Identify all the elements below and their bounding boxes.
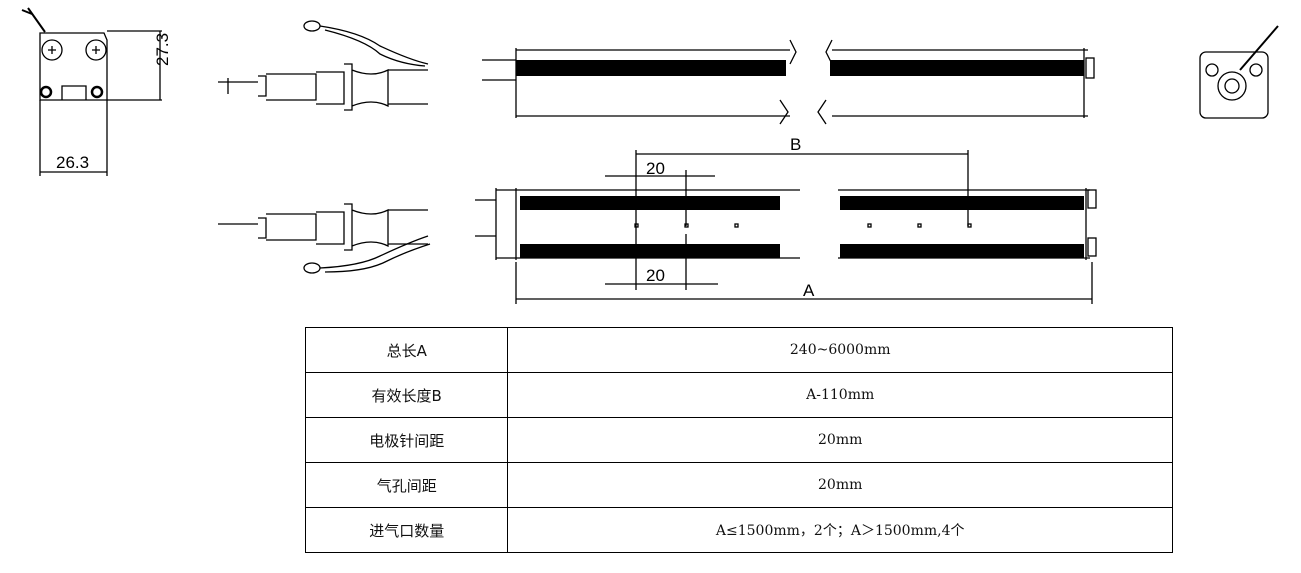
spec-value: 20mm (507, 417, 1173, 463)
spec-label: 气孔间距 (304, 462, 509, 508)
bar-front-view (475, 150, 1097, 304)
connector-bottom (218, 203, 431, 274)
dim-effective-length: B (790, 135, 801, 154)
end-view-right (1199, 25, 1279, 119)
spec-label: 电极针间距 (304, 417, 509, 463)
bar-top-view (482, 39, 1095, 125)
spec-value: A-110mm (507, 372, 1173, 418)
dim-total-length: A (803, 281, 815, 300)
spec-label: 总长A (304, 327, 509, 373)
spec-value: A≤1500mm，2个；A＞1500mm,4个 (507, 507, 1173, 553)
dim-height: 27.3 (153, 33, 172, 66)
spec-label: 有效长度B (304, 372, 509, 418)
dim-pin-spacing: 20 (646, 159, 665, 178)
spec-value: 240~6000mm (507, 327, 1173, 373)
spec-label: 进气口数量 (304, 507, 509, 553)
end-view-left (21, 7, 162, 176)
connector-top (218, 20, 429, 111)
dim-width: 26.3 (56, 153, 89, 172)
dim-hole-spacing: 20 (646, 266, 665, 285)
technical-drawing: 27.3 26.3 20 20 B (21, 7, 1279, 304)
spec-value: 20mm (507, 462, 1173, 508)
